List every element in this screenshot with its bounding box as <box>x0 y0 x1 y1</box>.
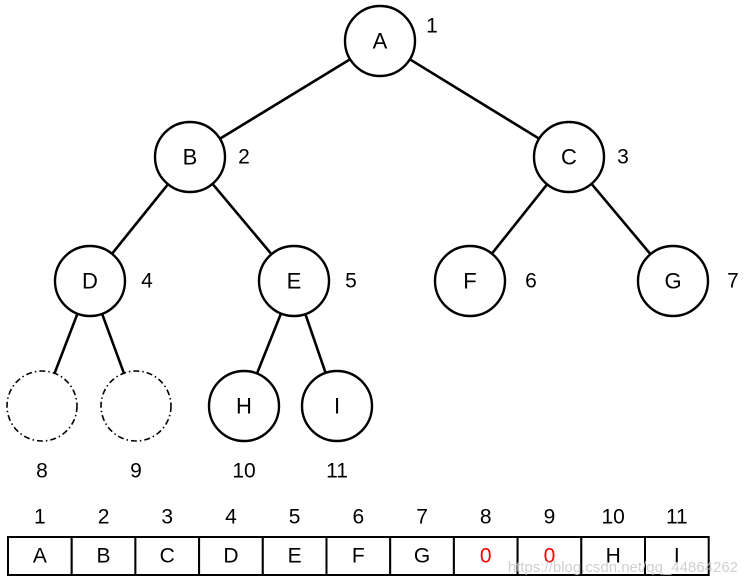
array-cell-8: 80 <box>452 506 519 576</box>
node-index-label: 10 <box>232 460 255 483</box>
node-circle <box>636 244 710 318</box>
node-label: B <box>183 145 198 170</box>
node-label: D <box>82 269 98 294</box>
array-cell-value: A <box>33 545 47 568</box>
edge-C-F <box>490 183 549 255</box>
array-index-label: 4 <box>225 506 237 529</box>
array-cell-box <box>644 536 710 576</box>
array-index-label: 3 <box>161 506 173 529</box>
edge-B-D <box>110 183 170 255</box>
node-index-label: 2 <box>238 146 250 169</box>
array-cell-value: G <box>414 545 430 568</box>
node-index-label: 11 <box>326 460 348 483</box>
array-index-label: 11 <box>666 506 688 529</box>
array-index-label: 2 <box>98 506 110 529</box>
edge-D-n9 <box>100 313 126 374</box>
array-index-label: 6 <box>353 506 365 529</box>
tree-node-11: I 11 <box>300 369 374 483</box>
array-cell-11: 11I <box>644 506 710 576</box>
array-cell-4: 4D <box>198 506 264 576</box>
node-label: G <box>664 269 681 294</box>
node-label: F <box>463 269 476 294</box>
node-label: A <box>373 29 388 54</box>
edge-A-B <box>219 58 351 140</box>
array-cell-3: 3C <box>134 506 201 576</box>
array-cell-value: F <box>352 545 365 568</box>
array-cell-5: 5E <box>261 506 328 576</box>
array-cell-box <box>198 536 264 576</box>
edge-B-E <box>211 182 273 256</box>
array-index-label: 10 <box>601 506 624 529</box>
node-circle <box>257 244 331 318</box>
node-label: H <box>236 394 252 419</box>
watermark-text: https://blog.csdn.net/qq_44864262 <box>508 559 738 576</box>
array-index-label: 9 <box>544 506 556 529</box>
node-circle <box>53 244 127 318</box>
array-cell-box <box>7 536 73 576</box>
tree-node-10: H 10 <box>207 369 281 483</box>
array-index-label: 7 <box>416 506 428 529</box>
tree-node-9: 9 <box>100 370 172 483</box>
node-index-label: 4 <box>141 270 153 293</box>
edge-E-H <box>255 313 283 374</box>
array-cell-value: H <box>606 545 621 568</box>
node-circle <box>532 120 606 194</box>
edge-E-I <box>304 313 327 374</box>
node-index-label: 9 <box>130 460 142 483</box>
node-circle <box>433 244 507 318</box>
tree-edges <box>53 58 652 374</box>
edge-D-n8 <box>53 313 79 374</box>
empty-node-circle <box>6 370 78 442</box>
array-cell-value: C <box>160 545 175 568</box>
node-index-label: 8 <box>36 460 48 483</box>
tree-node-1: A1 <box>343 4 438 78</box>
edge-A-C <box>409 58 540 140</box>
array-cell-9: 90 <box>516 506 583 576</box>
node-label: C <box>561 145 577 170</box>
array-cell-value: 0 <box>480 545 492 568</box>
node-index-label: 5 <box>345 270 357 293</box>
edge-C-G <box>590 182 652 256</box>
array-index-label: 1 <box>34 506 46 529</box>
array-cell-6: 6F <box>325 506 392 576</box>
array-cell-value: 0 <box>544 545 556 568</box>
array-index-label: 8 <box>480 506 492 529</box>
array-cell-box <box>516 536 583 576</box>
array-cell-value: E <box>288 545 302 568</box>
node-circle <box>343 4 417 78</box>
tree-node-8: 8 <box>6 370 78 483</box>
node-circle <box>300 369 374 443</box>
node-index-label: 3 <box>617 146 629 169</box>
empty-node-circle <box>100 370 172 442</box>
array-cell-1: 1A <box>7 506 73 576</box>
array-cell-2: 2B <box>70 506 137 576</box>
array-cell-value: I <box>674 545 680 568</box>
array-cell-7: 7G <box>389 506 455 576</box>
node-label: E <box>287 269 302 294</box>
node-index-label: 7 <box>727 270 739 293</box>
node-label: I <box>334 394 340 419</box>
array-cell-10: 10H <box>580 506 646 576</box>
array-cell-box <box>452 536 519 576</box>
node-index-label: 6 <box>525 270 537 293</box>
node-circle <box>153 120 227 194</box>
array-cell-value: B <box>97 545 111 568</box>
node-circle <box>207 369 281 443</box>
node-index-label: 1 <box>426 15 438 38</box>
array-cell-box <box>580 536 646 576</box>
array-index-label: 5 <box>289 506 301 529</box>
array-cell-value: D <box>223 545 238 568</box>
